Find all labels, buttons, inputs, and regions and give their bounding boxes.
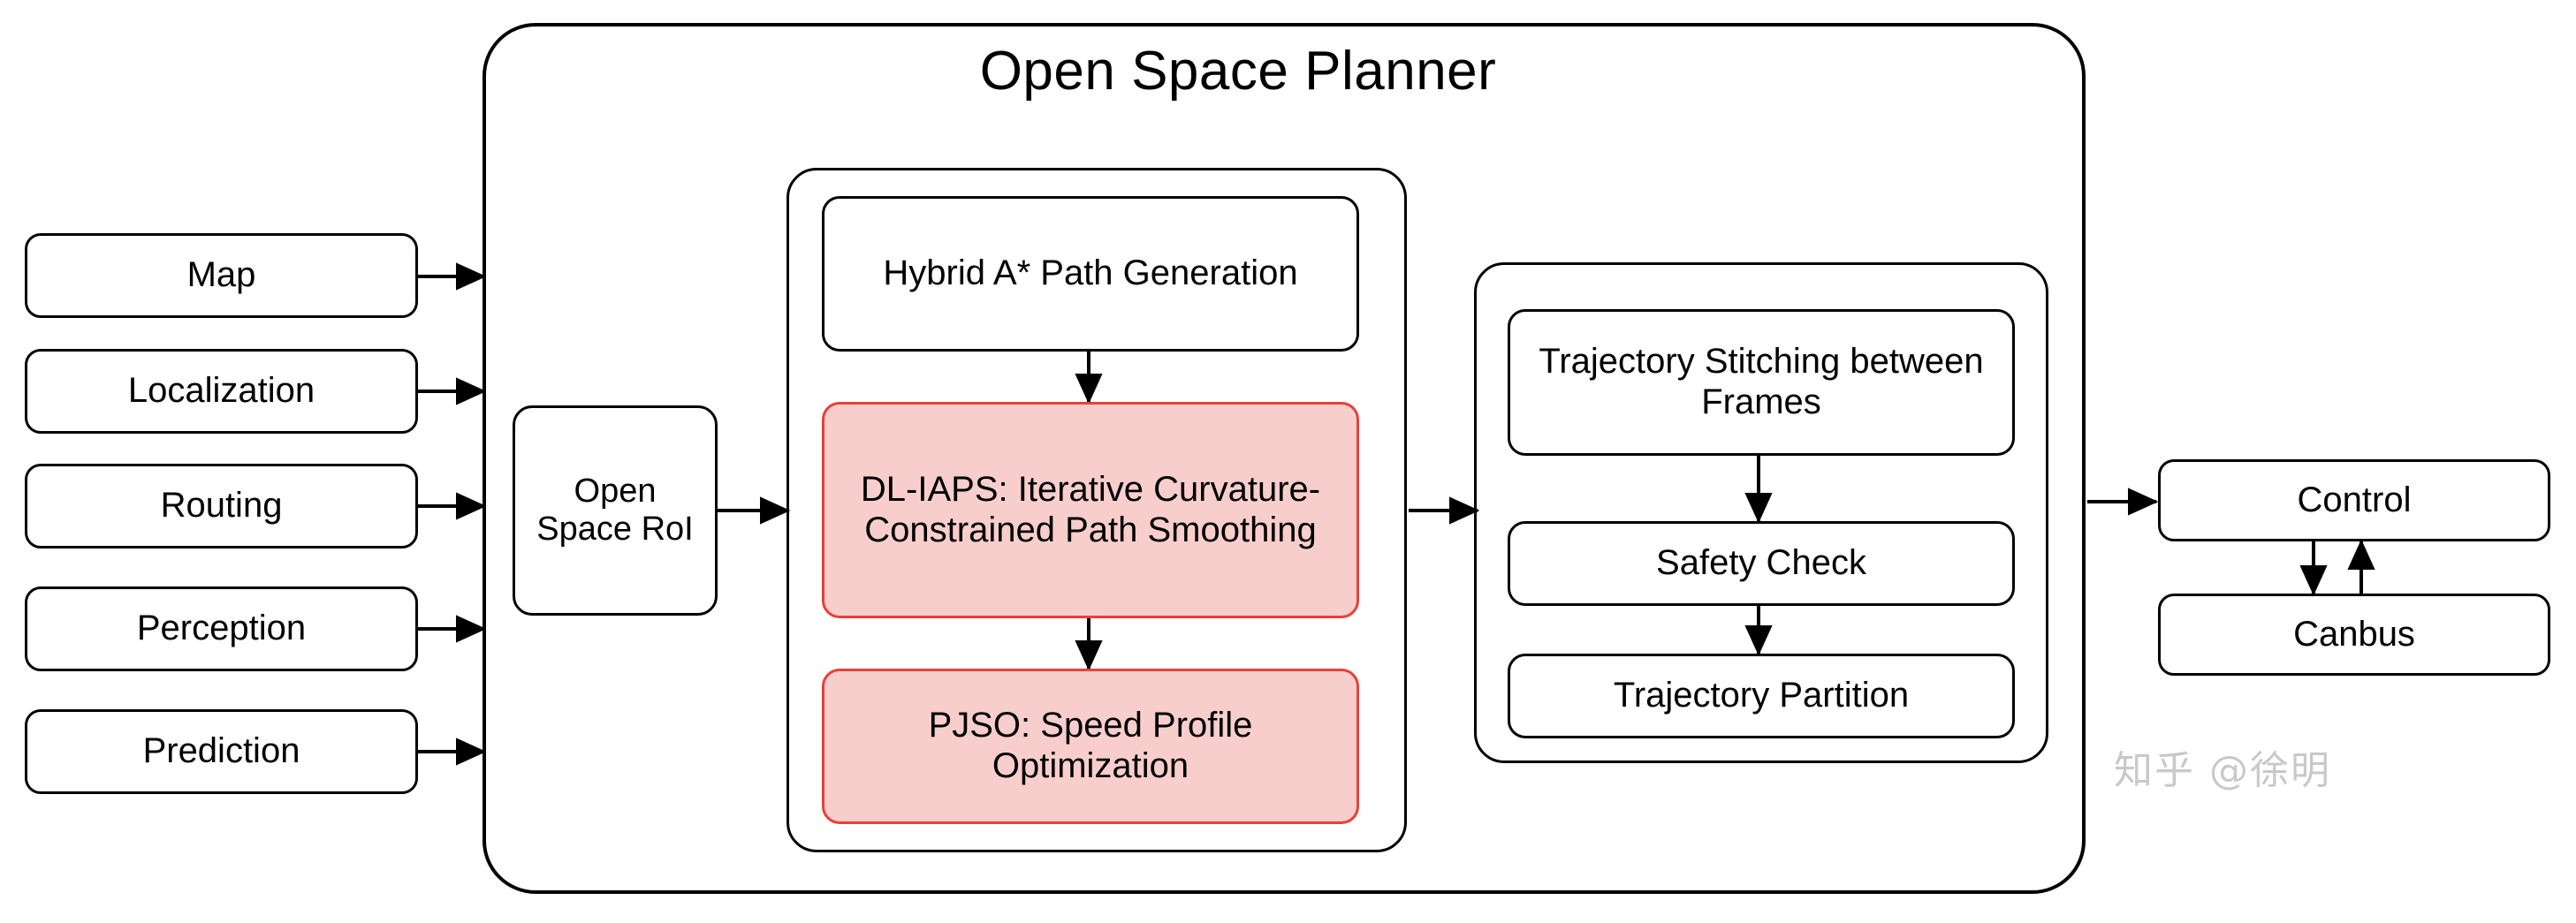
input-node-localization-label: Localization [127,371,315,411]
open-space-planner-container [483,23,2086,894]
output-node-canbus[interactable]: Canbus [2158,594,2550,676]
input-node-map[interactable]: Map [25,233,418,318]
open-space-roi-node[interactable]: Open Space RoI [513,405,718,616]
output-node-canbus-label: Canbus [2293,614,2415,654]
input-node-prediction-label: Prediction [142,731,300,771]
page-title: Open Space Planner [979,41,1497,102]
input-node-perception-label: Perception [136,609,307,648]
node-trajectory-stitching-label: Trajectory Stitching between Frames [1539,342,1984,421]
node-pjso-speed-profile-optimization[interactable]: PJSO: Speed Profile Optimization [822,669,1359,824]
node-dl-iaps-path-smoothing-label: DL-IAPS: Iterative Curvature-Constrained… [860,469,1321,549]
node-dl-iaps-path-smoothing[interactable]: DL-IAPS: Iterative Curvature-Constrained… [822,402,1359,618]
input-node-localization[interactable]: Localization [25,349,418,434]
path-speed-group-container [786,168,1407,852]
node-hybrid-astar-path-generation[interactable]: Hybrid A* Path Generation [822,196,1359,352]
node-pjso-speed-profile-optimization-label: PJSO: Speed Profile Optimization [928,706,1253,785]
trajectory-group-container [1474,262,2048,763]
input-node-routing-label: Routing [160,486,283,526]
output-node-control[interactable]: Control [2158,459,2550,541]
open-space-roi-label: Open Space RoI [536,472,694,548]
node-hybrid-astar-path-generation-label: Hybrid A* Path Generation [883,253,1298,293]
node-safety-check[interactable]: Safety Check [1508,521,2015,606]
input-node-prediction[interactable]: Prediction [25,709,418,794]
input-node-routing[interactable]: Routing [25,464,418,549]
output-node-control-label: Control [2297,480,2412,519]
node-trajectory-partition[interactable]: Trajectory Partition [1508,654,2015,738]
node-trajectory-stitching[interactable]: Trajectory Stitching between Frames [1508,309,2015,456]
input-node-map-label: Map [186,255,256,295]
node-safety-check-label: Safety Check [1656,543,1866,583]
input-node-perception[interactable]: Perception [25,586,418,671]
zhihu-watermark: 知乎 @徐明 [2114,748,2331,793]
node-trajectory-partition-label: Trajectory Partition [1613,676,1910,715]
